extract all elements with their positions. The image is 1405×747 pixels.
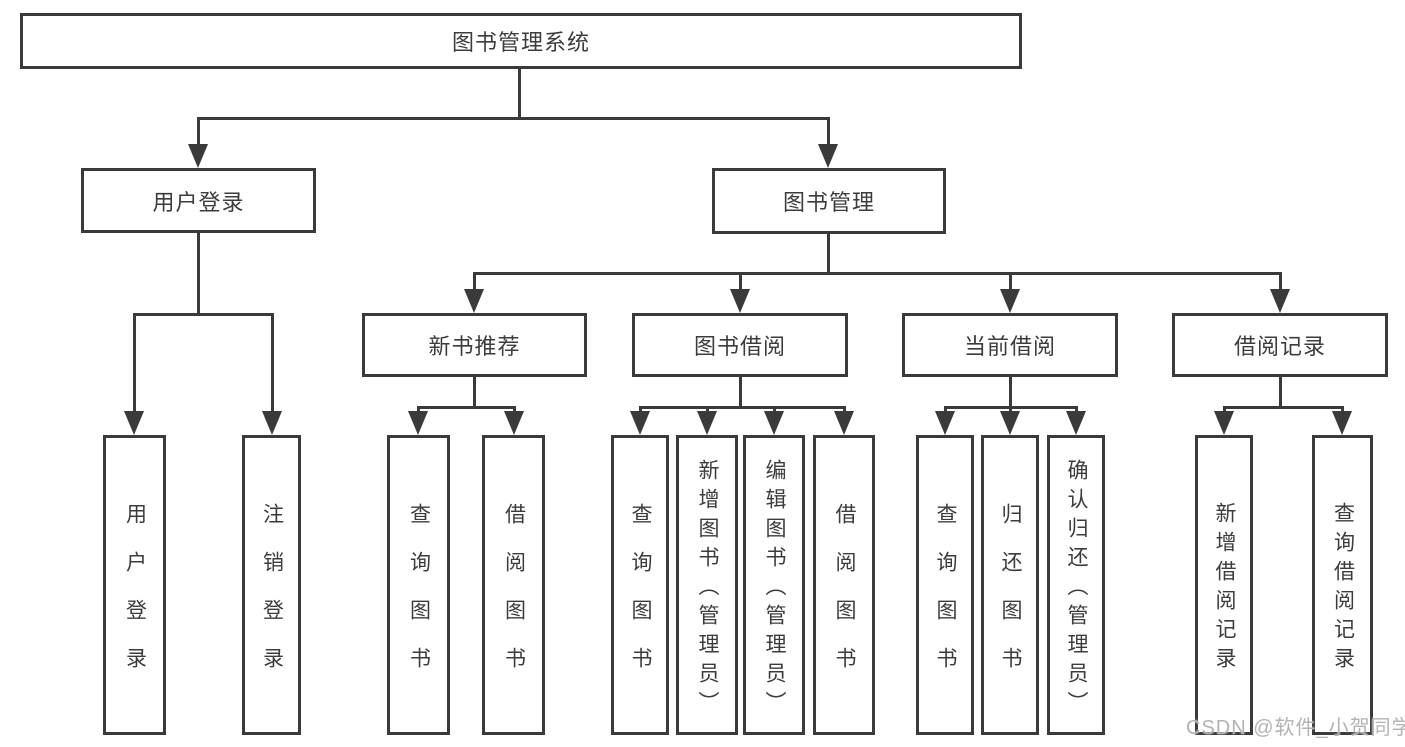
node-borrow-record-label: 借阅记录 [1233, 334, 1326, 359]
connector-line [197, 117, 830, 120]
arrow-down-icon [1000, 289, 1020, 313]
leaf-return-book: 归还图书 [981, 435, 1039, 735]
connector-line [944, 406, 1078, 409]
connector-line [417, 406, 420, 414]
leaf-query-book-borrow: 查询图书 [611, 435, 669, 735]
connector-line [706, 406, 709, 414]
node-book-borrow-label: 图书借阅 [693, 334, 786, 359]
leaf-label: 查询图书 [934, 502, 957, 695]
connector-line [1009, 272, 1012, 291]
node-book-borrow: 图书借阅 [632, 313, 848, 377]
connector-line [1341, 406, 1344, 414]
connector-line [473, 374, 476, 408]
connector-line [1279, 272, 1282, 291]
connector-line [944, 406, 947, 414]
connector-line [827, 117, 830, 147]
leaf-query-book-current: 查询图书 [916, 435, 974, 735]
node-book-management: 图书管理 [712, 168, 946, 234]
arrow-down-icon [1214, 411, 1234, 435]
connector-line [1223, 406, 1226, 414]
leaf-add-borrow-record: 新增借阅记录 [1195, 435, 1253, 735]
arrow-down-icon [935, 411, 955, 435]
node-current-borrow: 当前借阅 [902, 313, 1118, 377]
connector-line [1009, 374, 1012, 408]
node-root: 图书管理系统 [20, 13, 1022, 69]
leaf-query-book-recommend: 查询图书 [387, 435, 450, 735]
connector-line [518, 66, 521, 117]
leaf-borrow-book: 借阅图书 [813, 435, 875, 735]
leaf-user-login: 用户登录 [103, 435, 166, 735]
connector-line [827, 232, 830, 274]
leaf-label: 编辑图书（管理员） [763, 458, 786, 720]
leaf-label: 查询借阅记录 [1331, 502, 1355, 676]
csdn-watermark: CSDN @软件_小贺同学 [1186, 717, 1405, 739]
arrow-down-icon [764, 411, 784, 435]
leaf-label: 归还图书 [999, 502, 1022, 695]
leaf-edit-book-admin: 编辑图书（管理员） [743, 435, 805, 735]
arrow-down-icon [818, 144, 838, 168]
leaf-borrow-book-recommend: 借阅图书 [482, 435, 545, 735]
leaf-add-book-admin: 新增图书（管理员） [676, 435, 738, 735]
arrow-down-icon [1332, 411, 1352, 435]
connector-line [473, 272, 1282, 275]
leaf-label: 借阅图书 [833, 502, 856, 695]
connector-line [739, 374, 742, 408]
leaf-confirm-return-admin: 确认归还（管理员） [1047, 435, 1105, 735]
leaf-label: 注销登录 [260, 502, 284, 695]
leaf-query-borrow-record: 查询借阅记录 [1312, 435, 1373, 735]
connector-line [1075, 406, 1078, 414]
connector-line [133, 313, 136, 413]
node-new-book-recommend-label: 新书推荐 [428, 334, 521, 359]
arrow-down-icon [1066, 411, 1086, 435]
leaf-label: 确认归还（管理员） [1065, 458, 1088, 720]
arrow-down-icon [408, 411, 428, 435]
leaf-label: 查询图书 [407, 502, 431, 695]
connector-line [133, 313, 274, 316]
leaf-logout-login: 注销登录 [242, 435, 301, 735]
connector-line [773, 406, 776, 414]
node-book-management-label: 图书管理 [782, 190, 875, 215]
leaf-label: 用户登录 [123, 502, 147, 695]
arrow-down-icon [124, 411, 144, 435]
leaf-label: 查询图书 [629, 502, 652, 695]
connector-line [1223, 406, 1344, 409]
arrow-down-icon [504, 411, 524, 435]
leaf-label: 新增图书（管理员） [696, 458, 719, 720]
connector-line [271, 313, 274, 413]
connector-line [1009, 406, 1012, 414]
arrow-down-icon [188, 144, 208, 168]
connector-line [639, 406, 846, 409]
connector-line [639, 406, 642, 414]
connector-line [197, 117, 200, 147]
node-borrow-record: 借阅记录 [1172, 313, 1388, 377]
connector-line [513, 406, 516, 414]
arrow-down-icon [697, 411, 717, 435]
node-root-label: 图书管理系统 [451, 30, 590, 55]
node-new-book-recommend: 新书推荐 [362, 313, 587, 377]
connector-line [1279, 374, 1282, 408]
leaf-label: 新增借阅记录 [1213, 502, 1236, 676]
node-current-borrow-label: 当前借阅 [963, 334, 1056, 359]
node-user-login: 用户登录 [81, 168, 316, 233]
leaf-label: 借阅图书 [502, 502, 526, 695]
arrow-down-icon [1270, 289, 1290, 313]
connector-line [843, 406, 846, 414]
arrow-down-icon [464, 289, 484, 313]
arrow-down-icon [630, 411, 650, 435]
arrow-down-icon [730, 289, 750, 313]
connector-line [417, 406, 516, 409]
node-user-login-label: 用户登录 [152, 189, 245, 215]
connector-line [197, 231, 200, 315]
arrow-down-icon [262, 411, 282, 435]
arrow-down-icon [1000, 411, 1020, 435]
connector-line [739, 272, 742, 291]
connector-line [473, 272, 476, 291]
arrow-down-icon [834, 411, 854, 435]
